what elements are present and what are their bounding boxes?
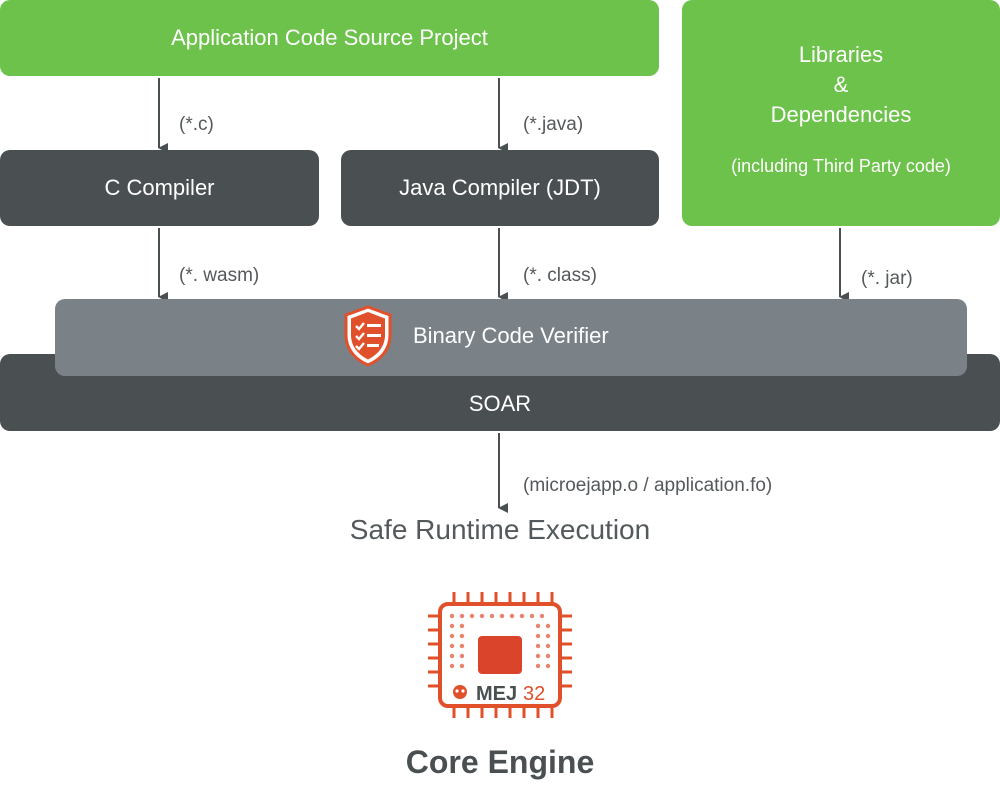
chip-brand-text: MEJ	[476, 683, 517, 705]
verifier-label: Binary Code Verifier	[413, 323, 609, 348]
mej32-chip-icon: MEJ 32	[428, 592, 572, 718]
source-project-label: Application Code Source Project	[171, 25, 488, 50]
chip-number-text: 32	[523, 683, 545, 705]
java-compiler-box: Java Compiler (JDT)	[341, 150, 659, 226]
source-project-box: Application Code Source Project	[0, 0, 659, 76]
third-party-note: (including Third Party code)	[731, 156, 951, 176]
edge-label-jar: (*. jar)	[861, 268, 913, 289]
verifier-box: Binary Code Verifier	[55, 299, 967, 376]
runtime-title: Safe Runtime Execution	[349, 514, 651, 545]
edge-label-output: (microejapp.o / application.fo)	[523, 475, 773, 496]
core-engine-title: Core Engine	[405, 744, 595, 780]
c-compiler-box: C Compiler	[0, 150, 319, 226]
soar-label: SOAR	[468, 391, 532, 416]
libraries-amp: &	[833, 72, 849, 97]
libraries-box: Libraries & Dependencies (including Thir…	[682, 0, 1000, 226]
edge-label-class: (*. class)	[523, 265, 597, 286]
c-compiler-label: C Compiler	[104, 175, 215, 200]
dependencies-label: Dependencies	[770, 102, 912, 127]
edge-label-java-src: (*.java)	[523, 114, 584, 135]
shield-checklist-icon	[344, 305, 392, 367]
edge-label-c-src: (*.c)	[179, 114, 214, 135]
java-compiler-label: Java Compiler (JDT)	[399, 175, 601, 200]
libraries-label: Libraries	[798, 42, 884, 67]
edge-label-wasm: (*. wasm)	[179, 265, 260, 286]
